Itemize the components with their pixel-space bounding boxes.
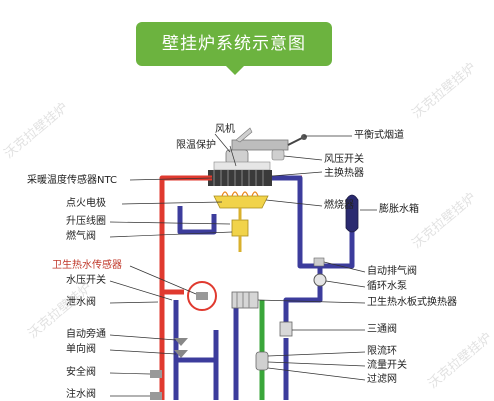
- label-temperature-limiter: 限温保护: [176, 140, 216, 151]
- dhw-sensor: [196, 292, 208, 300]
- label-expansion-tank: 膨胀水箱: [379, 204, 419, 215]
- heating-flow-pipe: [159, 175, 302, 400]
- label-water-pressure-switch: 水压开关: [66, 275, 106, 286]
- label-gas-valve: 燃气阀: [66, 231, 96, 242]
- label-three-way-valve: 三通阀: [367, 324, 397, 335]
- label-plate-heat-exchanger: 卫生热水板式换热器: [367, 297, 457, 308]
- label-burner: 燃烧器: [324, 200, 354, 211]
- auto-air-vent: [313, 257, 325, 267]
- gas-valve: [231, 208, 249, 252]
- label-fill-valve: 注水阀: [66, 389, 96, 400]
- label-check-valve: 单向阀: [66, 344, 96, 355]
- balanced-flue: [231, 127, 307, 151]
- expansion-tank: [345, 194, 359, 233]
- label-air-pressure-switch: 风压开关: [324, 154, 364, 165]
- fan: [213, 149, 271, 171]
- safety-valve: [150, 370, 162, 378]
- check-valve: [174, 350, 188, 358]
- label-circulation-pump: 循环水泵: [367, 281, 407, 292]
- label-main-heat-exchanger: 主换热器: [324, 168, 364, 179]
- circulation-pump: [313, 273, 327, 287]
- diagram-title: 壁挂炉系统示意图: [136, 22, 332, 66]
- label-drain-valve: 泄水阀: [66, 297, 96, 308]
- fill-valve: [150, 392, 162, 400]
- label-ignition-electrode: 点火电极: [66, 198, 106, 209]
- bypass-valve: [174, 338, 188, 346]
- label-auto-air-vent: 自动排气阀: [367, 266, 417, 277]
- burner: [213, 191, 269, 209]
- label-auto-bypass: 自动旁通: [66, 329, 106, 340]
- label-boost-coil: 升压线圈: [66, 216, 106, 227]
- label-safety-valve: 安全阀: [66, 367, 96, 378]
- label-dhw-sensor: 卫生热水传感器: [52, 260, 122, 271]
- plate-heat-exchanger: [231, 291, 259, 309]
- dhw-sensor-highlight: [187, 281, 217, 311]
- three-way-valve: [279, 321, 293, 337]
- label-filter: 过滤网: [367, 374, 397, 385]
- label-heating-ntc: 采暖温度传感器NTC: [27, 175, 117, 186]
- title-pointer: [226, 66, 244, 75]
- label-balanced-flue: 平衡式烟道: [354, 130, 404, 141]
- main-heat-exchanger: [208, 170, 272, 186]
- flow-switch: [255, 351, 269, 371]
- label-flow-restrictor: 限流环: [367, 346, 397, 357]
- label-flow-switch: 流量开关: [367, 360, 407, 371]
- air-pressure-switch: [271, 149, 285, 161]
- label-fan: 风机: [215, 124, 235, 135]
